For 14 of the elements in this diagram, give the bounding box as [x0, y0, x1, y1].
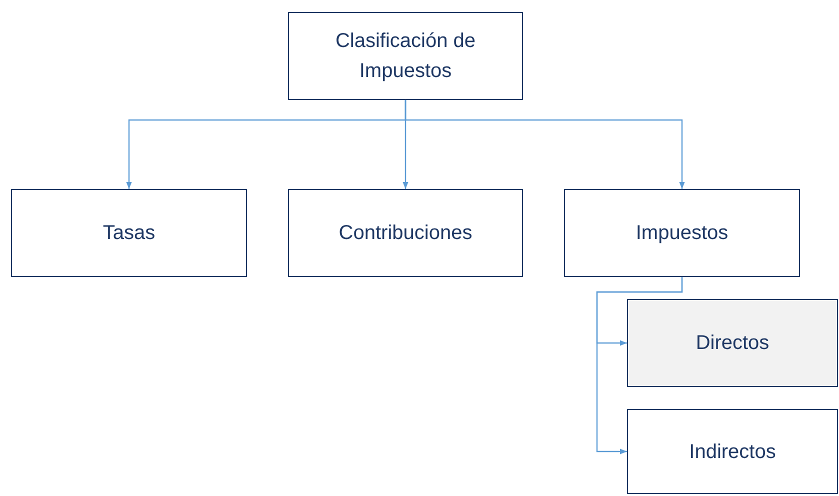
process-box	[564, 189, 800, 277]
process-box	[288, 12, 523, 100]
box-label: Tasas	[102, 221, 156, 246]
box-label: Directos	[694, 331, 770, 356]
process-box	[288, 189, 523, 277]
process-box	[627, 409, 838, 494]
arrow	[596, 277, 683, 454]
box-label: Impuestos	[634, 221, 730, 246]
arrow	[404, 100, 685, 189]
box-label: Contribuciones	[338, 221, 474, 246]
box-label: Indirectos	[688, 440, 777, 464]
process-box	[11, 189, 247, 277]
process-box	[627, 299, 838, 387]
box-label: Clasificación de Impuestos	[334, 29, 477, 84]
